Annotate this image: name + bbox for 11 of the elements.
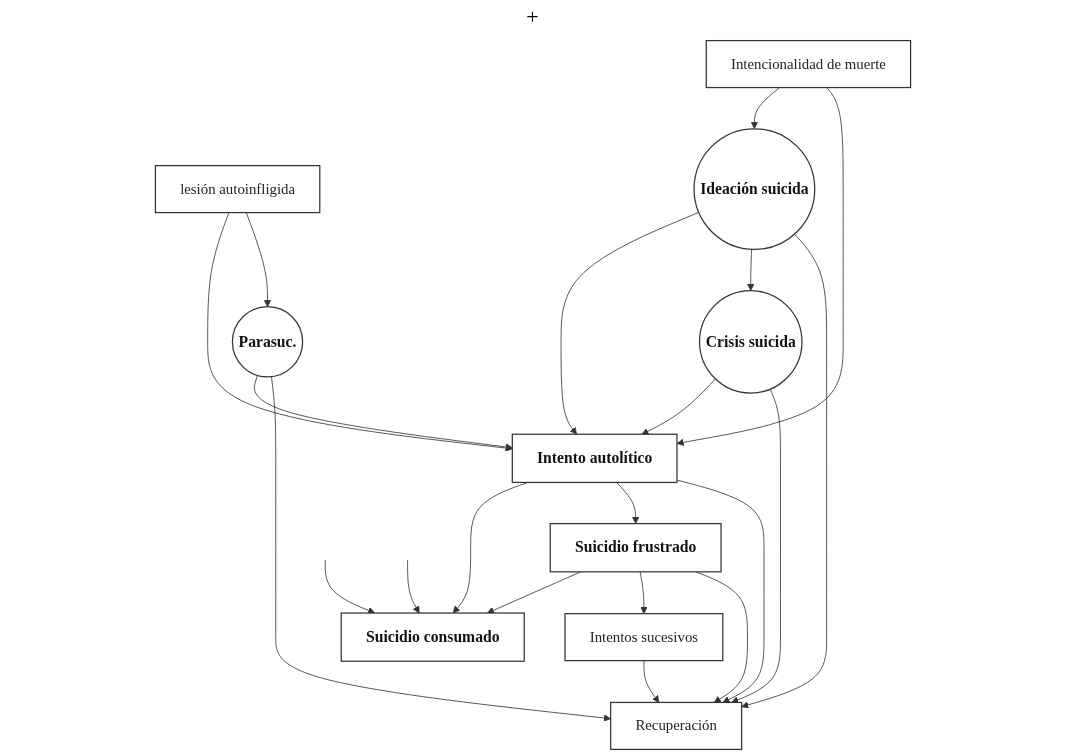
- node-circle: Parasuc.: [231, 306, 303, 378]
- node-box: Suicidio consumado: [340, 612, 525, 662]
- node-box: Intencionalidad de muerte: [705, 39, 911, 89]
- node-circle: Ideación suicida: [692, 128, 815, 251]
- node-box: Suicidio frustrado: [549, 523, 722, 573]
- node-box: Intento autolítico: [511, 433, 678, 484]
- node-circle: Crisis suicida: [698, 290, 803, 394]
- node-box: Recuperación: [609, 701, 742, 751]
- plus-sign: +: [526, 4, 539, 29]
- node-box: lesión autoinfligida: [154, 165, 320, 214]
- node-box: Intentos sucesivos: [563, 613, 723, 662]
